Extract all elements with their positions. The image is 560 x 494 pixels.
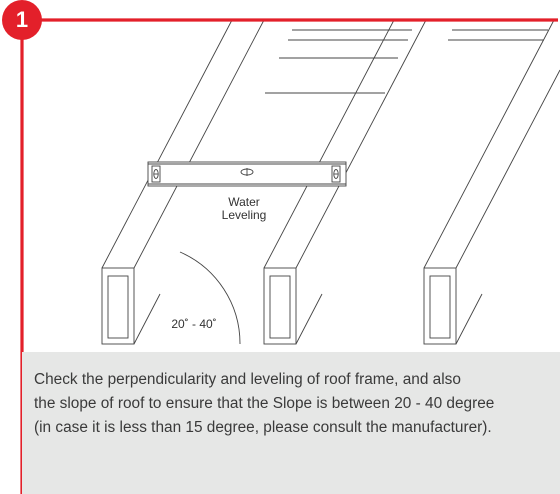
battens [265, 29, 548, 94]
instruction-box [22, 352, 560, 494]
step-number-badge [2, 0, 42, 40]
water-level-tool [147, 161, 347, 187]
roof-beam-2 [263, 19, 427, 345]
step-number: 1 [15, 7, 29, 32]
instruction-line-3: (in case it is less than 15 degree, plea… [34, 419, 492, 436]
slope-angle-arc [179, 251, 241, 345]
roof-beam-3 [423, 19, 560, 345]
instruction-line-2: the slope of roof to ensure that the Slo… [34, 395, 495, 412]
instruction-line-1: Check the perpendicularity and leveling … [34, 371, 461, 388]
water-leveling-label: Water Leveling [208, 196, 280, 222]
slope-angle-label: 20˚ - 40˚ [171, 317, 217, 331]
instruction-text: Check the perpendicularity and leveling … [34, 368, 556, 440]
roof-beam-1 [101, 19, 265, 345]
water-leveling-label-line2: Leveling [221, 208, 267, 222]
water-leveling-label-line1: Water [228, 195, 260, 209]
